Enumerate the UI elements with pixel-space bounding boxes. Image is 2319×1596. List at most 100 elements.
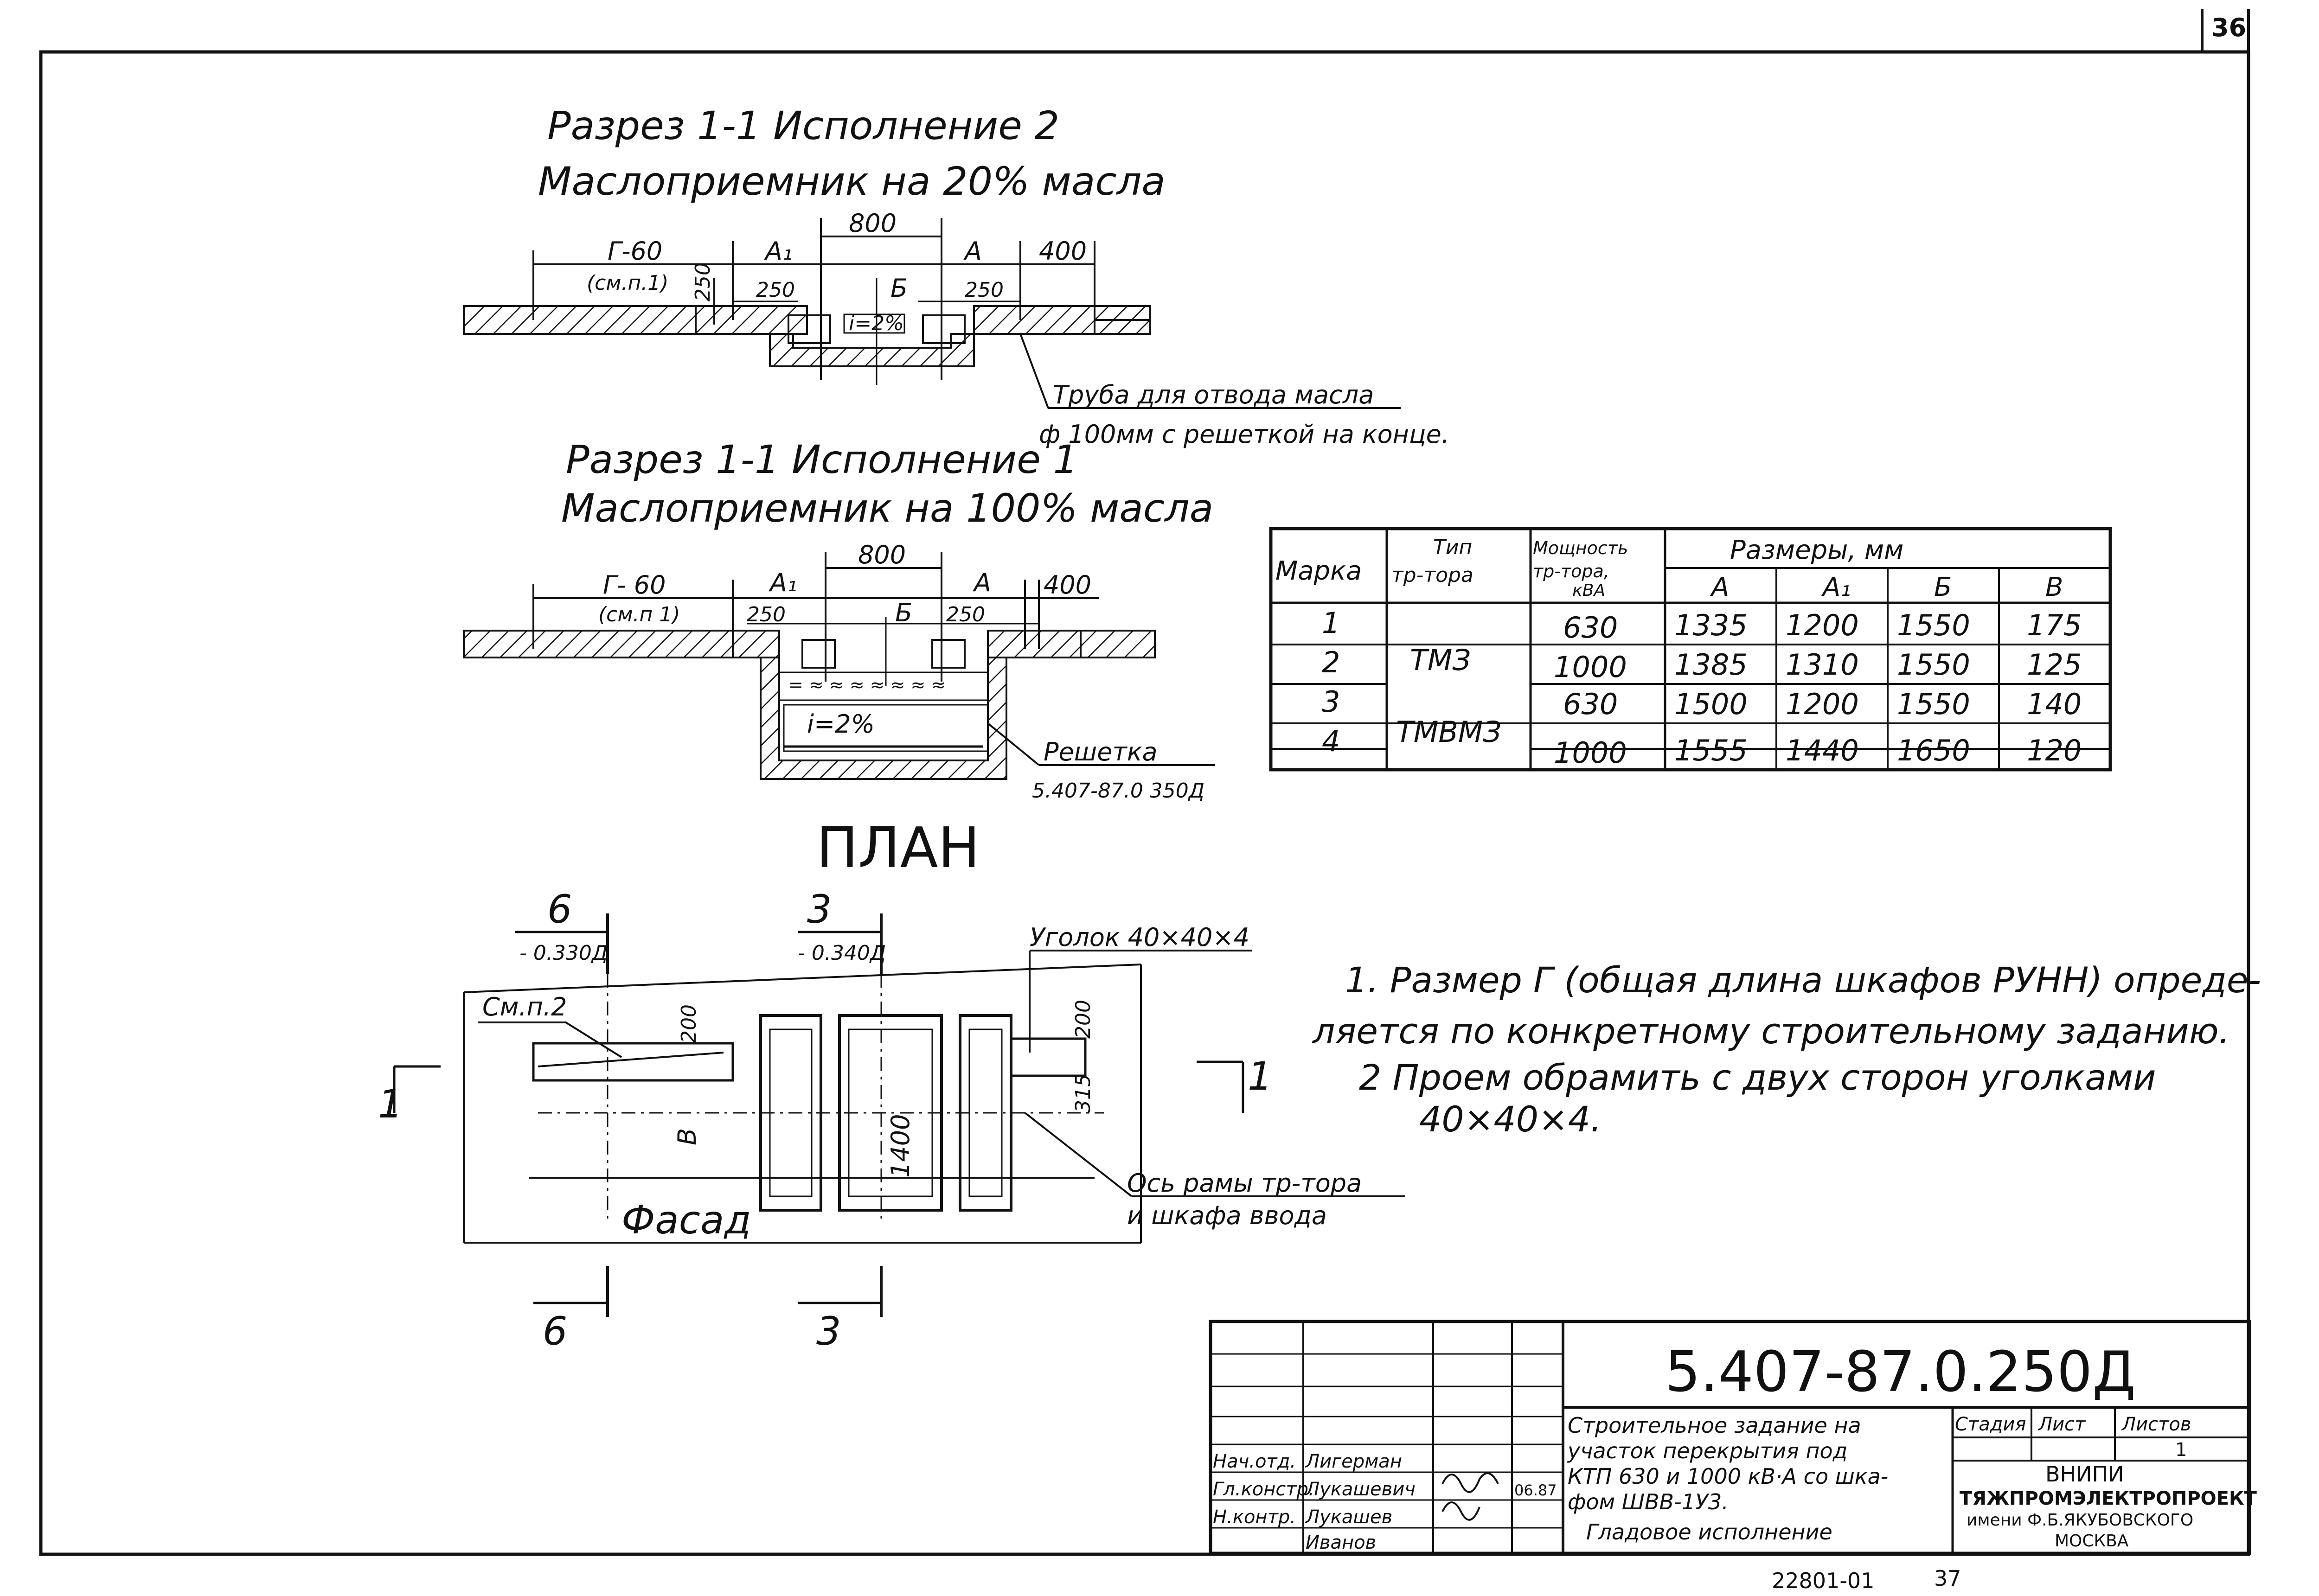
name: Лигерман: [1305, 1451, 1402, 1472]
th-b: Б: [1934, 572, 1952, 602]
sheet-frame: 36: [39, 9, 2250, 1556]
desc-line2: участок перекрытия под: [1567, 1438, 1847, 1463]
bottom-dim-800: 800: [858, 540, 906, 569]
plan-dim-200-left: 200: [677, 1004, 701, 1043]
role: Н.контр.: [1213, 1507, 1296, 1528]
org-line2: ТЯЖПРОМЭЛЕКТРОПРОЕКТ: [1960, 1488, 2257, 1509]
note-line3: 2 Проем обрамить с двух сторон уголками: [1359, 1057, 2156, 1098]
plan-bottom-3: 3: [816, 1309, 841, 1354]
cell-a1: 1310: [1786, 648, 1859, 682]
slope-bottom: i=2%: [807, 709, 875, 739]
top-dim-a: А: [963, 236, 982, 266]
plan-dim-b: В: [673, 1128, 702, 1145]
cell-marka: 2: [1322, 645, 1340, 679]
top-dim-800: 800: [849, 209, 897, 238]
cell-b: 1550: [1897, 687, 1970, 721]
plan-section-1-right: 1: [1248, 1053, 1272, 1099]
cell-type-tm3: ТМЗ: [1410, 643, 1471, 677]
date: 06.87: [1514, 1481, 1557, 1499]
top-dim-a1: А₁: [764, 236, 793, 266]
cell-marka: 1: [1322, 606, 1340, 640]
th-type-1: Тип: [1433, 536, 1472, 559]
bottom-dim-a: А: [973, 568, 991, 597]
org-line1: ВНИПИ: [2045, 1462, 2124, 1487]
top-dim-250-vert: 250: [691, 262, 715, 301]
section-bottom-title: Разрез 1-1 Исполнение 1: [566, 437, 1078, 482]
section-bottom-subtitle: Маслоприемник на 100% масла: [561, 485, 1213, 531]
note-line2: ляется по конкретному строительному зада…: [1312, 1010, 2230, 1052]
cell-a: 1385: [1674, 648, 1748, 682]
cell-a: 1335: [1674, 608, 1748, 642]
role: Нач.отд.: [1213, 1451, 1296, 1472]
org-line3: имени Ф.Б.ЯКУБОВСКОГО: [1967, 1511, 2193, 1530]
desc-line3: КТП 630 и 1000 кВ·А со шка-: [1568, 1464, 1888, 1489]
signature-row: Н.контр. Лукашев: [1213, 1507, 1392, 1528]
section-bottom: Разрез 1-1 Исполнение 1 Маслоприемник на…: [463, 437, 1215, 803]
th-type-2: тр-тора: [1391, 563, 1473, 587]
plan-mark-6-ref: - 0.330Д: [519, 941, 608, 965]
bottom-dim-250-left: 250: [747, 603, 786, 626]
plan-dim-315: 315: [1071, 1074, 1095, 1113]
axis-note-line1: Ось рамы тр-тора: [1127, 1168, 1362, 1198]
name: Иванов: [1306, 1532, 1376, 1553]
cell-b: 1550: [1897, 648, 1970, 682]
slab-bottom-right: [1080, 630, 1156, 658]
bottom-dim-g60: Г- 60: [603, 570, 666, 600]
sheets-value: 1: [2175, 1439, 2187, 1461]
footer-code: 22801-01: [1772, 1568, 1874, 1593]
cell-power: 630: [1563, 611, 1618, 645]
notes: 1. Размер Г (общая длина шкафов РУНН) оп…: [1312, 959, 2261, 1140]
section-top-subtitle: Маслоприемник на 20% масла: [538, 159, 1166, 204]
cell-v: 125: [2027, 648, 2082, 682]
table-row: 3 630 1500 1200 1550 140: [1322, 685, 2082, 721]
plan-bottom-6: 6: [543, 1309, 567, 1354]
cell-b: 1550: [1897, 608, 1970, 642]
th-v: В: [2045, 572, 2063, 602]
top-dim-b: Б: [890, 274, 908, 303]
plan-see-note: См.п.2: [482, 992, 567, 1021]
slab-left: [463, 305, 697, 335]
plan-mark-3-ref: - 0.340Д: [798, 941, 886, 965]
slab-bottom-left: [463, 630, 734, 658]
stage-label: Стадия: [1955, 1414, 2026, 1435]
cell-b: 1650: [1897, 734, 1970, 767]
section-top: Разрез 1-1 Исполнение 2 Маслоприемник на…: [463, 103, 1449, 449]
name: Лукашевич: [1305, 1479, 1416, 1500]
role: Гл.констр.: [1213, 1479, 1314, 1500]
top-dim-g60-ref: (см.п.1): [587, 271, 668, 295]
cell-a1: 1200: [1786, 687, 1859, 721]
plan-mark-6: 6: [547, 887, 572, 932]
sheet-number: 36: [2211, 13, 2246, 42]
plan-mark-3: 3: [807, 887, 832, 932]
desc-line5: Гладовое исполнение: [1586, 1519, 1832, 1545]
th-power-3: кВА: [1572, 581, 1605, 600]
cell-power: 1000: [1554, 736, 1627, 770]
th-marka: Марка: [1275, 556, 1362, 586]
cell-power: 630: [1563, 687, 1618, 721]
signature-row: Нач.отд. Лигерман: [1213, 1451, 1402, 1472]
dimension-table: Марка Тип тр-тора Мощность тр-тора, кВА …: [1269, 527, 2112, 772]
bottom-dim-400: 400: [1044, 570, 1091, 600]
plan-title: ПЛАН: [816, 816, 980, 881]
bottom-dim-250-right: 250: [946, 603, 985, 626]
pipe-note-line2: ф 100мм с решеткой на конце.: [1039, 420, 1449, 449]
table-row: 4 1000 1555 1440 1650 120: [1322, 724, 2082, 770]
signature-scribble: [1441, 1472, 1499, 1493]
th-a1: А₁: [1821, 572, 1851, 602]
svg-text:= ≈ ≈ ≈ ≈ ≈ ≈ ≈: = ≈ ≈ ≈ ≈ ≈ ≈ ≈: [788, 675, 946, 695]
top-dim-250-left: 250: [756, 278, 795, 302]
table-row: 1 630 1335 1200 1550 175: [1322, 606, 2082, 645]
cell-marka: 4: [1322, 724, 1340, 758]
slab-ledge-left: [695, 305, 808, 335]
plan-dim-1400: 1400: [886, 1114, 915, 1178]
note-line4: 40×40×4.: [1419, 1098, 1602, 1140]
axis-note-line2: и шкафа ввода: [1127, 1201, 1327, 1230]
signature-row: Иванов: [1306, 1532, 1376, 1553]
footer-page: 37: [1934, 1566, 1961, 1591]
pipe-note-line1: Труба для отвода масла: [1053, 380, 1374, 409]
bottom-dim-g60-ref: (см.п 1): [598, 603, 680, 626]
desc-line4: фом ШВВ-1У3.: [1568, 1489, 1729, 1514]
desc-line1: Строительное задание на: [1568, 1413, 1861, 1438]
th-a: А: [1710, 572, 1729, 602]
cell-a: 1500: [1674, 687, 1748, 721]
